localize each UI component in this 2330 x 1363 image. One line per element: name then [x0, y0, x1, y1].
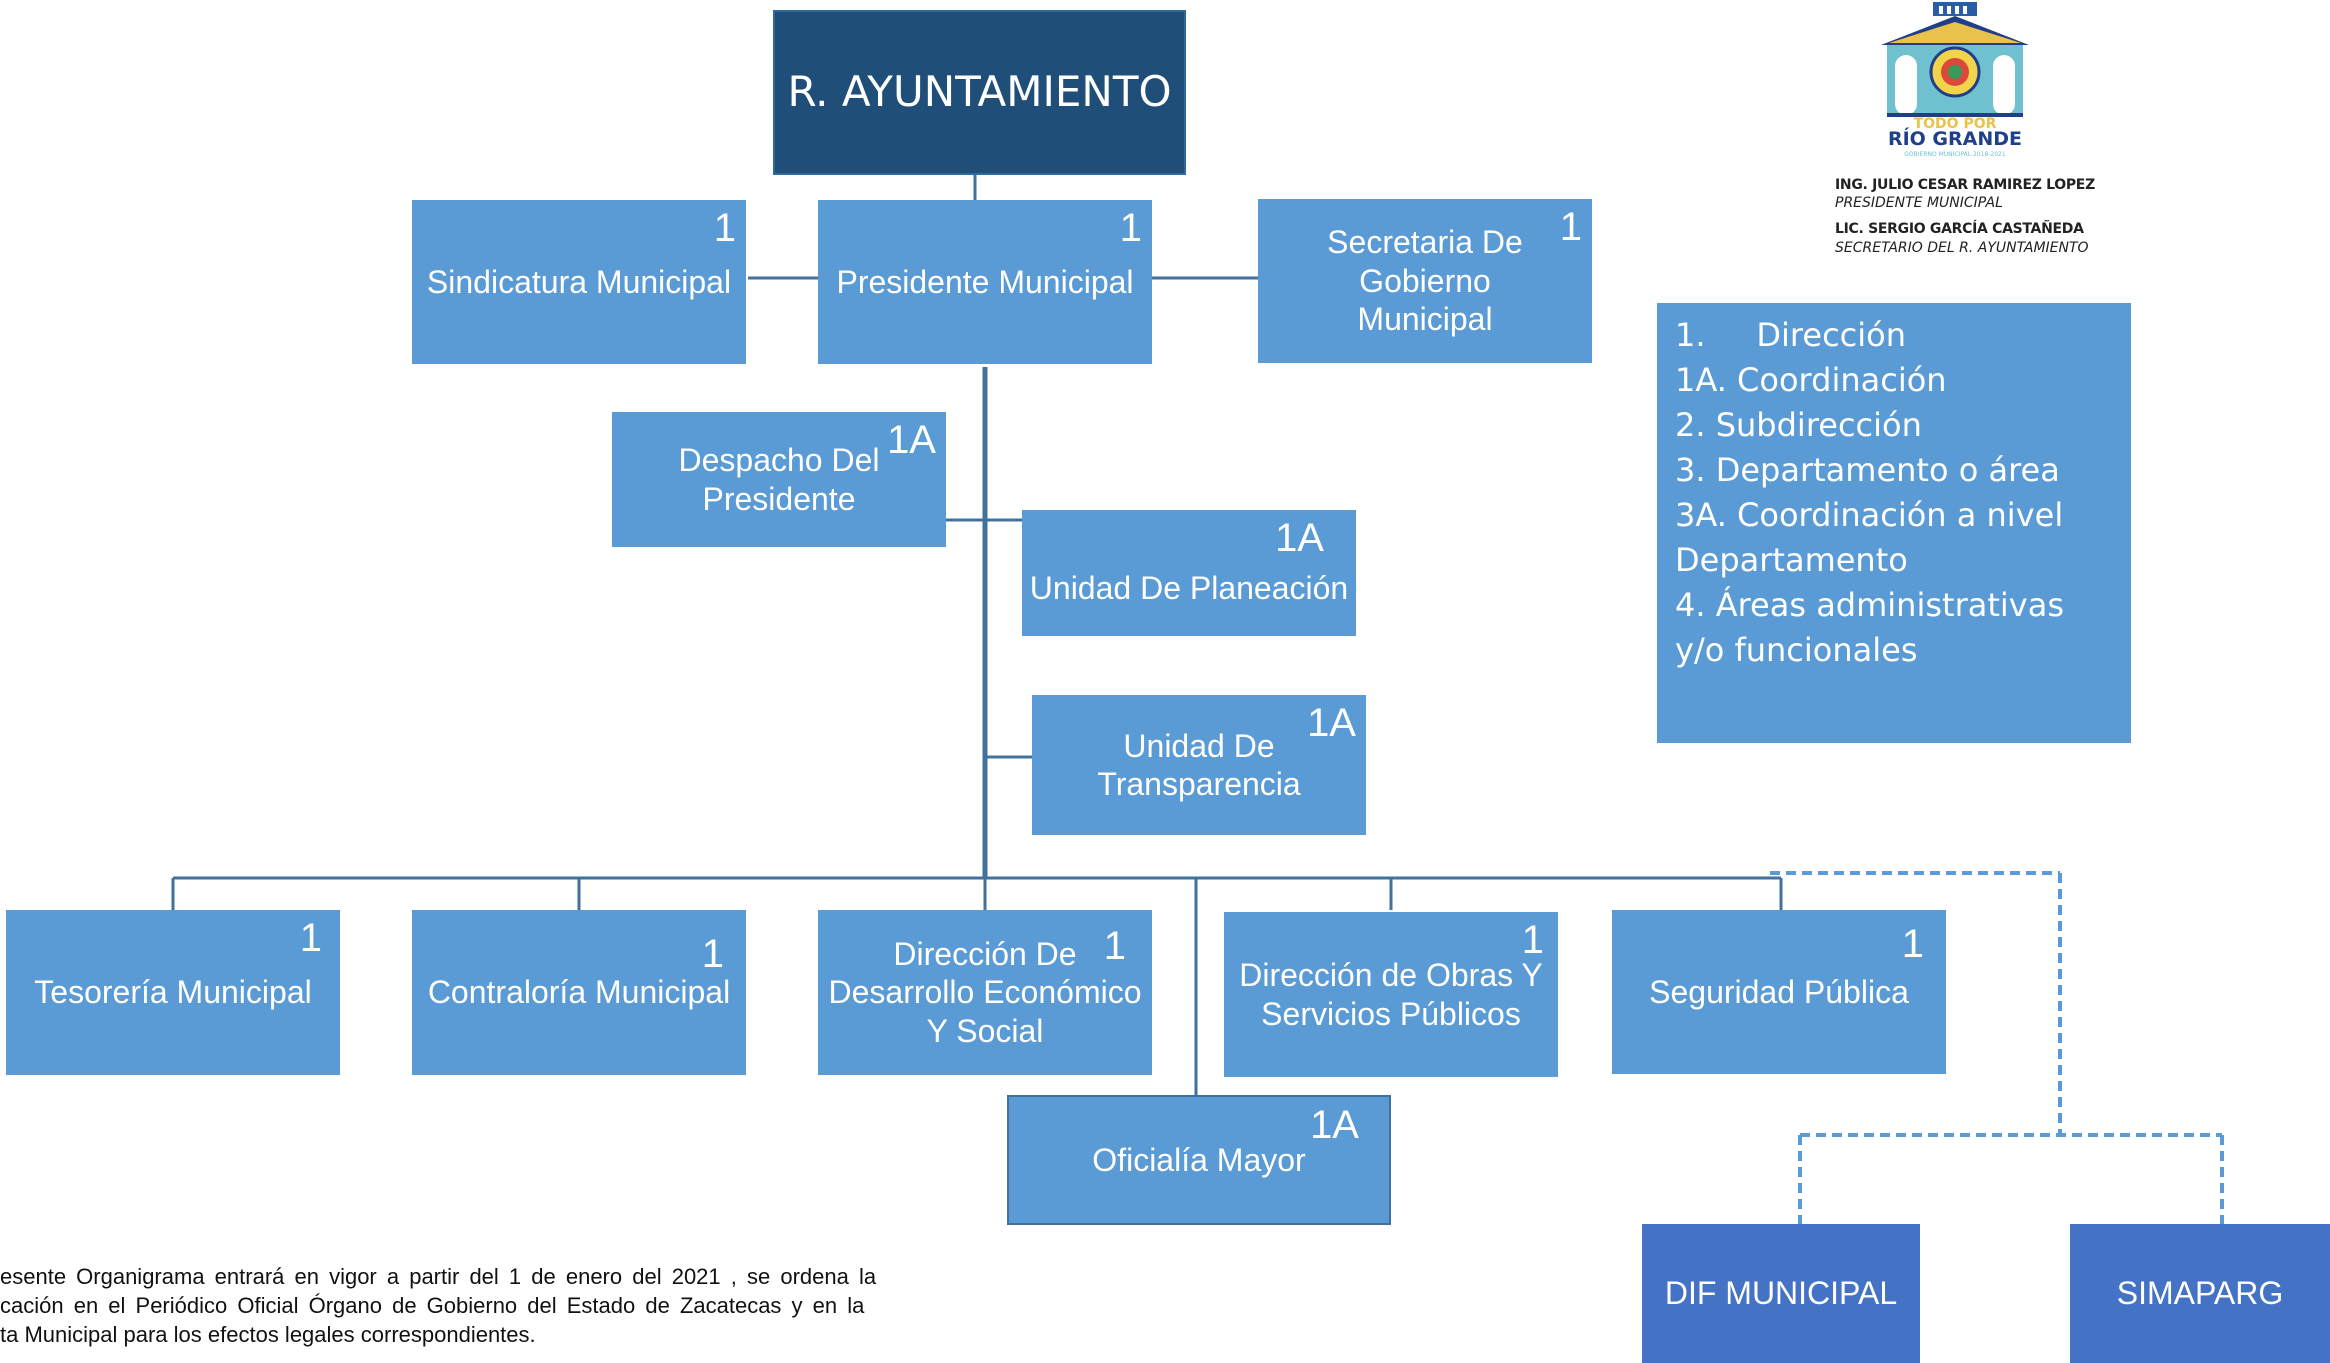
footer-note: esente Organigrama entrará en vigor a pa… — [0, 1262, 948, 1349]
box-label: Unidad De Transparencia — [1097, 727, 1301, 802]
legend-item: 1A. Coordinación — [1675, 361, 1947, 399]
level-badge: 1 — [713, 206, 736, 250]
contraloria-box[interactable]: 1 Contraloría Municipal — [412, 910, 746, 1075]
legend-item: 2. Subdirección — [1675, 406, 1922, 444]
level-badge: 1 — [1559, 205, 1582, 249]
despacho-box[interactable]: 1A Despacho Del Presidente — [612, 412, 946, 547]
tesoreria-box[interactable]: 1 Tesorería Municipal — [6, 910, 340, 1075]
credit-role: SECRETARIO DEL R. AYUNTAMIENTO — [1835, 239, 2089, 256]
level-badge: 1A — [1310, 1103, 1359, 1147]
note-line: esente Organigrama entrará en vigor a pa… — [0, 1264, 877, 1289]
level-badge: 1 — [299, 916, 322, 960]
presidente-box[interactable]: 1 Presidente Municipal — [818, 200, 1152, 364]
level-badge: 1 — [701, 932, 724, 976]
credit-name: ING. JULIO CESAR RAMIREZ LOPEZ — [1835, 177, 2095, 193]
root-box[interactable]: R. AYUNTAMIENTO — [773, 10, 1186, 175]
box-label: Secretaria De Gobierno Municipal — [1327, 224, 1523, 338]
box-label: DIF MUNICIPAL — [1664, 1275, 1898, 1312]
level-badge: 1A — [1275, 516, 1324, 560]
credit-role: PRESIDENTE MUNICIPAL — [1835, 195, 2003, 212]
level-badge: 1 — [1521, 918, 1544, 962]
box-label: Tesorería Municipal — [34, 974, 312, 1011]
legend-item: 4. Áreas administrativas y/o funcionales — [1675, 586, 2064, 669]
transparencia-box[interactable]: 1A Unidad De Transparencia — [1032, 695, 1366, 835]
box-label: Unidad De Planeación — [1029, 569, 1349, 606]
legend-item: 3. Departamento o área — [1675, 451, 2060, 489]
level-badge: 1 — [1103, 924, 1126, 968]
credits: ING. JULIO CESAR RAMIREZ LOPEZ PRESIDENT… — [1835, 176, 2135, 265]
box-label: Sindicatura Municipal — [426, 263, 732, 300]
box-label: Oficialía Mayor — [1092, 1141, 1306, 1178]
level-badge: 1 — [1901, 922, 1924, 966]
box-label: Despacho Del Presidente — [678, 442, 880, 517]
level-legend: 1. Dirección 1A. Coordinación 2. Subdire… — [1657, 303, 2131, 743]
obras-box[interactable]: 1 Dirección de Obras Y Servicios Público… — [1224, 912, 1558, 1077]
desarrollo-box[interactable]: 1 Dirección De Desarrollo Económico Y So… — [818, 910, 1152, 1075]
box-label: Dirección de Obras Y Servicios Públicos — [1239, 957, 1543, 1032]
level-badge: 1A — [1307, 701, 1356, 745]
sindicatura-box[interactable]: 1 Sindicatura Municipal — [412, 200, 746, 364]
secretaria-box[interactable]: 1 Secretaria De Gobierno Municipal — [1258, 199, 1592, 363]
oficialia-box[interactable]: 1A Oficialía Mayor — [1007, 1095, 1391, 1225]
level-badge: 1 — [1119, 206, 1142, 250]
planeacion-box[interactable]: 1A Unidad De Planeación — [1022, 510, 1356, 636]
dif-box[interactable]: DIF MUNICIPAL — [1642, 1224, 1920, 1363]
box-label: Contraloría Municipal — [427, 974, 731, 1011]
credit-name: LIC. SERGIO GARCÍA CASTAÑEDA — [1835, 221, 2084, 238]
seguridad-box[interactable]: 1 Seguridad Pública — [1612, 910, 1946, 1074]
box-label: Presidente Municipal — [836, 263, 1134, 300]
rio-grande-logo: TODO POR RÍO GRANDE GOBIERNO MUNICIPAL 2… — [1881, 2, 2029, 158]
box-label: Dirección De Desarrollo Económico Y Soci… — [828, 935, 1142, 1049]
legend-item: 3A. Coordinación a nivel Departamento — [1675, 496, 2064, 579]
root-label: R. AYUNTAMIENTO — [787, 67, 1172, 117]
note-line: cación en el Periódico Oficial Órgano de… — [0, 1293, 865, 1318]
box-label: SIMAPARG — [2116, 1275, 2284, 1312]
simaparg-box[interactable]: SIMAPARG — [2070, 1224, 2330, 1363]
box-label: Seguridad Pública — [1649, 973, 1909, 1010]
logo-text-2: RÍO GRANDE — [1888, 127, 2022, 150]
logo-text-1: TODO POR — [1914, 116, 1997, 132]
logo-text-3: GOBIERNO MUNICIPAL 2018-2021 — [1904, 151, 2006, 158]
note-line: ta Municipal para los efectos legales co… — [0, 1322, 536, 1347]
level-badge: 1A — [887, 418, 936, 462]
legend-item: 1. Dirección — [1675, 316, 1906, 354]
